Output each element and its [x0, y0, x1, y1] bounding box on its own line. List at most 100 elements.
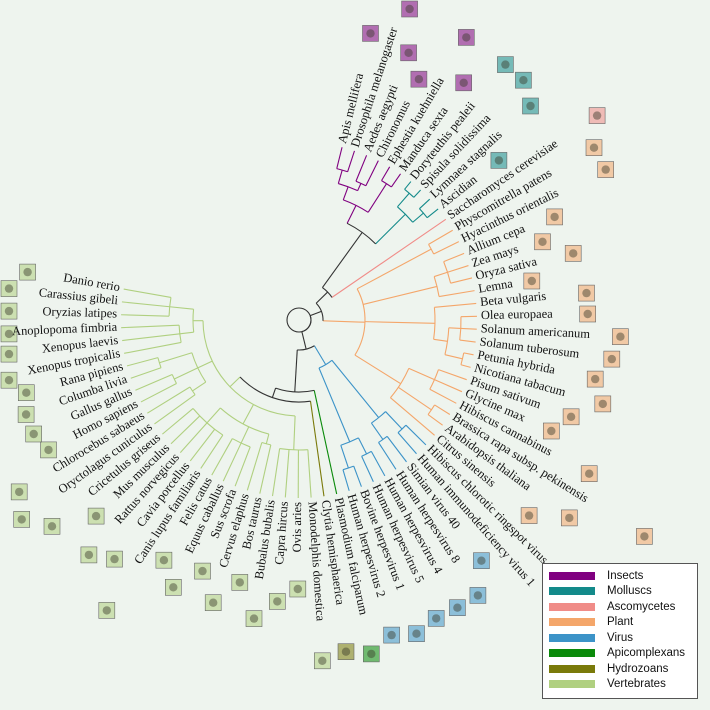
thumbnail-subject [601, 165, 610, 174]
clade-branch [293, 415, 296, 450]
taxon-thumbnail [204, 594, 222, 612]
leaf-branch [135, 373, 173, 391]
clade-branch [408, 367, 435, 381]
taxon-thumbnail [17, 406, 35, 423]
taxon-thumbnail [17, 384, 35, 402]
taxon-thumbnail [580, 465, 598, 483]
thumbnail-subject [592, 111, 602, 120]
legend-item: Hydrozoans [549, 661, 691, 677]
taxon-thumbnail [245, 610, 263, 627]
thumbnail-subject [569, 249, 578, 258]
thumbnail-subject [616, 332, 625, 341]
taxon-thumbnail [194, 562, 211, 580]
legend-label: Vertebrates [607, 678, 666, 691]
legend-label: Virus [607, 631, 633, 644]
taxon-thumbnail [383, 626, 400, 644]
leaf-branch [378, 442, 397, 470]
leaf-branch [459, 339, 476, 343]
legend-item: Ascomycetes [549, 599, 691, 615]
clade-branch [337, 169, 343, 184]
leaf-branch [140, 383, 177, 403]
taxon-thumbnail [457, 29, 475, 46]
thumbnail-subject [44, 445, 53, 455]
taxon-thumbnail [43, 517, 61, 535]
root-node [286, 307, 312, 333]
clade-branch [375, 213, 406, 245]
clade-branch [322, 320, 359, 323]
taxon-thumbnail [560, 509, 578, 527]
legend-swatch [549, 633, 595, 642]
leaf-branch [126, 357, 159, 367]
leaf-branch [121, 314, 170, 317]
clade-arc [297, 345, 315, 351]
thumbnail-subject [4, 376, 14, 385]
clade-arc [459, 316, 462, 341]
taxon-thumbnail [497, 56, 514, 73]
thumbnail-subject [565, 513, 574, 523]
thumbnail-subject [235, 578, 244, 587]
leaf-branch [386, 436, 407, 463]
taxon-label: Anoplopoma fimbria [12, 320, 118, 339]
clade-branch [346, 205, 357, 224]
thumbnail-subject [341, 647, 351, 656]
taxon-thumbnail [612, 328, 629, 346]
taxon-thumbnail [87, 507, 105, 525]
clade-branch [397, 192, 410, 208]
clade-branch [367, 183, 387, 213]
clade-arc [168, 297, 172, 317]
clade-arc [189, 386, 196, 396]
thumbnail-subject [22, 388, 31, 397]
leaf-branch [309, 401, 325, 497]
leaf-branch [284, 449, 290, 498]
legend-swatch [549, 680, 595, 689]
taxon-label: Oryzias latipes [42, 304, 117, 320]
clade-branch [242, 404, 254, 425]
clade-branch [354, 354, 401, 385]
leaf-branch [121, 324, 180, 329]
clade-branch [315, 291, 329, 304]
taxon-thumbnail [546, 208, 563, 226]
thumbnail-subject [412, 629, 421, 638]
thumbnail-subject [527, 276, 536, 286]
taxon-thumbnail [337, 643, 355, 661]
thumbnail-subject [15, 487, 24, 497]
taxon-thumbnail [401, 0, 418, 18]
taxon-thumbnail [562, 408, 580, 426]
clade-arc [428, 244, 435, 255]
taxon-thumbnail [542, 422, 560, 440]
taxon-thumbnail [106, 550, 123, 568]
taxon-thumbnail [578, 284, 595, 302]
thumbnail-subject [526, 101, 535, 111]
thumbnail-subject [110, 554, 119, 564]
leaf-branch [427, 414, 443, 426]
clade-arc [397, 206, 414, 223]
taxon-thumbnail [25, 425, 43, 443]
leaf-branch [361, 456, 374, 482]
clade-branch [412, 212, 424, 223]
thumbnail-subject [477, 556, 486, 565]
taxon-label: Ovis aries [290, 502, 304, 553]
thumbnail-subject [583, 309, 592, 319]
thumbnail-subject [538, 237, 547, 246]
legend-swatch [549, 664, 595, 673]
leaf-branch [246, 442, 263, 491]
taxon-thumbnail [408, 625, 425, 643]
legend-swatch [549, 602, 595, 611]
clade-branch [434, 271, 448, 278]
taxon-thumbnail [534, 233, 551, 251]
clade-arc [404, 188, 415, 198]
thumbnail-subject [453, 603, 462, 612]
clade-arc [279, 448, 308, 451]
thumbnail-subject [414, 75, 424, 84]
thumbnail-subject [566, 412, 576, 421]
taxon-thumbnail [515, 71, 532, 89]
leaf-branch [397, 432, 417, 455]
leaf-branch [443, 252, 465, 263]
leaf-branch [162, 408, 194, 435]
taxon-label: Olea europaea [481, 307, 554, 322]
leaf-branch [390, 173, 401, 188]
clade-branch [370, 422, 384, 440]
clade-branch [309, 310, 322, 317]
